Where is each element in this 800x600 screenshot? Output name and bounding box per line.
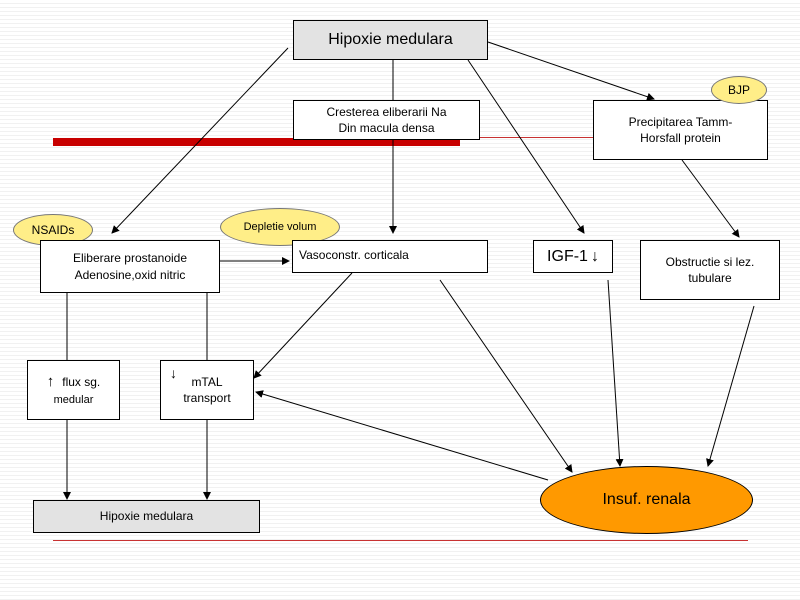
tag-depletie-volum: Depletie volum xyxy=(220,208,340,246)
node-precipitare-tamm-horsfall: Precipitarea Tamm- Horsfall protein xyxy=(593,100,768,160)
node-eliberare-prostanoide: Eliberare prostanoide Adenosine,oxid nit… xyxy=(40,240,220,293)
node-hipoxie-medulara-top: Hipoxie medulara xyxy=(293,20,488,60)
node-flux-label: flux sg. xyxy=(62,375,101,390)
node-mtal-transport: ↓ mTAL transport xyxy=(160,360,254,420)
arrow-vaso-to-renal xyxy=(439,279,573,473)
node-prost-line2: Adenosine,oxid nitric xyxy=(74,267,186,282)
red-accent-bar xyxy=(53,138,460,146)
node-igf-1: IGF-1 ↓ xyxy=(533,240,613,273)
node-tamm-line1: Precipitarea Tamm- xyxy=(628,114,733,129)
node-mtal-line1: mTAL xyxy=(191,374,223,389)
node-flux-sanguin-medular: ↑ flux sg. medular xyxy=(27,360,120,420)
red-accent-line-top xyxy=(460,137,594,138)
red-divider-bottom xyxy=(53,540,748,541)
up-arrow-icon: ↑ xyxy=(46,373,55,391)
node-igf-label: IGF-1 xyxy=(547,247,588,265)
node-tamm-line2: Horsfall protein xyxy=(640,131,721,145)
node-na-line1: Cresterea eliberarii Na xyxy=(326,104,447,119)
arrow-tamm-to-obstructie xyxy=(681,159,740,238)
arrow-vaso-to-mtal xyxy=(253,272,353,379)
node-hipoxie-medulara-bottom: Hipoxie medulara xyxy=(33,500,260,533)
arrow-obstructie-to-renal xyxy=(706,305,755,467)
node-insuficienta-renala: Insuf. renala xyxy=(540,466,753,534)
node-na-line2: Din macula densa xyxy=(338,121,435,135)
node-crestere-eliberare-na: Cresterea eliberarii Na Din macula densa xyxy=(293,100,480,140)
node-obstructie-lez-tubulare: Obstructie si lez. tubulare xyxy=(640,240,780,300)
node-vaso-label: Vasoconstr. corticala xyxy=(299,248,409,262)
node-flux-line2: medular xyxy=(53,393,94,406)
node-obst-line2: tubulare xyxy=(688,271,732,285)
node-renal-label: Insuf. renala xyxy=(602,491,691,509)
mtal-down-arrow-icon: ↓ xyxy=(170,365,177,381)
tag-depletie-volum-label: Depletie volum xyxy=(243,221,317,233)
arrow-renal-to-mtal xyxy=(255,390,549,481)
arrow-igf-to-renal xyxy=(607,279,624,467)
node-prost-line1: Eliberare prostanoide xyxy=(72,251,188,266)
arrow-top-to-tamm xyxy=(487,41,655,101)
node-vasoconstr-corticala: Vasoconstr. corticala xyxy=(292,240,488,273)
arrow-top-to-prostanoide xyxy=(111,47,289,234)
tag-nsaids-label: NSAIDs xyxy=(31,223,75,237)
node-obst-line1: Obstructie si lez. xyxy=(665,254,755,269)
node-mtal-line2: transport xyxy=(183,391,231,405)
node-hipoxie-medulara-bottom-label: Hipoxie medulara xyxy=(99,509,194,524)
tag-bjp-label: BJP xyxy=(727,83,750,97)
down-arrow-icon: ↓ xyxy=(590,247,599,265)
tag-bjp: BJP xyxy=(711,76,767,104)
arrow-top-to-igf xyxy=(467,59,585,234)
node-hipoxie-medulara-top-label: Hipoxie medulara xyxy=(328,31,453,49)
flux-row: ↑ flux sg. xyxy=(47,372,101,392)
